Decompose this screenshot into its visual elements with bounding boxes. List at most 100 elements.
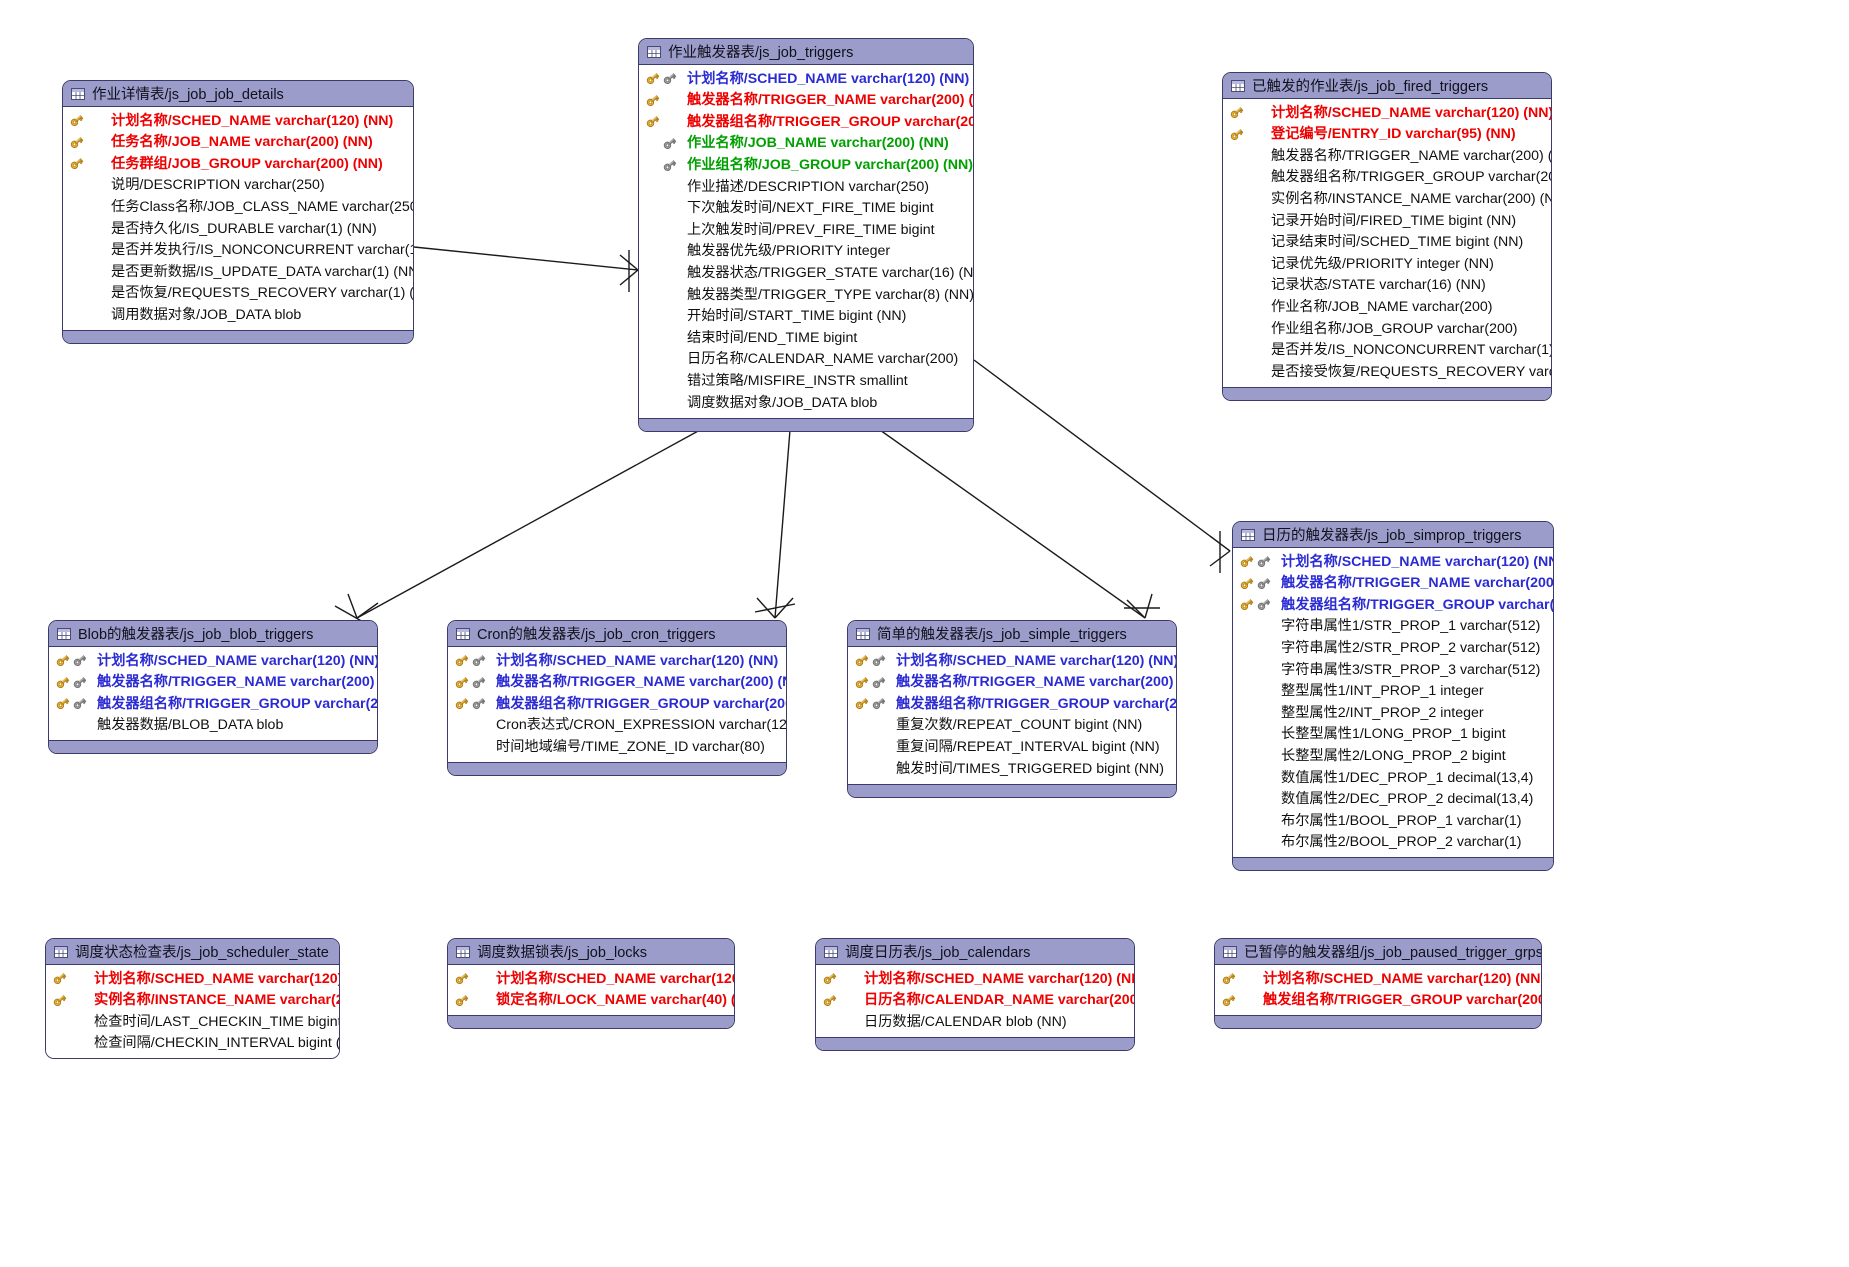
attribute-row[interactable]: 计划名称/SCHED_NAME varchar(120) (NN) <box>1215 968 1541 990</box>
attribute-row[interactable]: 锁定名称/LOCK_NAME varchar(40) (NN) <box>448 990 734 1012</box>
attribute-row[interactable]: 触发器名称/TRIGGER_NAME varchar(200) (NN) <box>49 672 377 694</box>
attribute-row[interactable]: 计划名称/SCHED_NAME varchar(120) (NN) <box>448 968 734 990</box>
attribute-row[interactable]: 触发器组名称/TRIGGER_GROUP varchar(200) (NN) <box>1233 594 1553 616</box>
entity-blob_triggers[interactable]: Blob的触发器表/js_job_blob_triggers 计划名称/SCHED… <box>48 620 378 755</box>
attribute-row[interactable]: 检查间隔/CHECKIN_INTERVAL bigint (NN) <box>46 1033 339 1055</box>
entity-calendars[interactable]: 调度日历表/js_job_calendars 计划名称/SCHED_NAME va… <box>815 938 1135 1051</box>
attribute-row[interactable]: 日历名称/CALENDAR_NAME varchar(200) (NN) <box>816 990 1134 1012</box>
entity-locks[interactable]: 调度数据锁表/js_job_locks 计划名称/SCHED_NAME varch… <box>447 938 735 1030</box>
attribute-row[interactable]: 触发器名称/TRIGGER_NAME varchar(200) (NN) <box>1233 573 1553 595</box>
attribute-row[interactable]: 是否接受恢复/REQUESTS_RECOVERY varchar(1) <box>1223 361 1551 383</box>
attribute-row[interactable]: 结束时间/END_TIME bigint <box>639 327 973 349</box>
entity-header-scheduler_state[interactable]: 调度状态检查表/js_job_scheduler_state <box>46 939 339 965</box>
attribute-row[interactable]: 计划名称/SCHED_NAME varchar(120) (NN) <box>848 650 1176 672</box>
attribute-row[interactable]: 是否并发/IS_NONCONCURRENT varchar(1) <box>1223 340 1551 362</box>
attribute-row[interactable]: 错过策略/MISFIRE_INSTR smallint <box>639 370 973 392</box>
entity-header-paused_trigger_grps[interactable]: 已暂停的触发器组/js_job_paused_trigger_grps <box>1215 939 1541 965</box>
attribute-row[interactable]: Cron表达式/CRON_EXPRESSION varchar(120) (NN… <box>448 715 786 737</box>
entity-header-locks[interactable]: 调度数据锁表/js_job_locks <box>448 939 734 965</box>
attribute-row[interactable]: 触发器状态/TRIGGER_STATE varchar(16) (NN) <box>639 262 973 284</box>
entity-header-fired_triggers[interactable]: 已触发的作业表/js_job_fired_triggers <box>1223 73 1551 99</box>
attribute-row[interactable]: 计划名称/SCHED_NAME varchar(120) (NN) <box>1223 102 1551 124</box>
attribute-row[interactable]: 上次触发时间/PREV_FIRE_TIME bigint <box>639 219 973 241</box>
attribute-row[interactable]: 触发器数据/BLOB_DATA blob <box>49 715 377 737</box>
entity-header-job_triggers[interactable]: 作业触发器表/js_job_triggers <box>639 39 973 65</box>
entity-header-calendars[interactable]: 调度日历表/js_job_calendars <box>816 939 1134 965</box>
attribute-row[interactable]: 检查时间/LAST_CHECKIN_TIME bigint (NN) <box>46 1011 339 1033</box>
attribute-row[interactable]: 任务Class名称/JOB_CLASS_NAME varchar(250) (N… <box>63 196 413 218</box>
attribute-row[interactable]: 记录优先级/PRIORITY integer (NN) <box>1223 253 1551 275</box>
attribute-row[interactable]: 实例名称/INSTANCE_NAME varchar(200) (NN) <box>1223 188 1551 210</box>
entity-header-simple_triggers[interactable]: 简单的触发器表/js_job_simple_triggers <box>848 621 1176 647</box>
attribute-row[interactable]: 实例名称/INSTANCE_NAME varchar(200) (NN) <box>46 990 339 1012</box>
attribute-row[interactable]: 时间地域编号/TIME_ZONE_ID varchar(80) <box>448 736 786 758</box>
attribute-row[interactable]: 下次触发时间/NEXT_FIRE_TIME bigint <box>639 198 973 220</box>
attribute-row[interactable]: 触发器名称/TRIGGER_NAME varchar(200) (NN) <box>448 672 786 694</box>
attribute-row[interactable]: 整型属性1/INT_PROP_1 integer <box>1233 681 1553 703</box>
attribute-row[interactable]: 触发器组名称/TRIGGER_GROUP varchar(200) (NN) <box>49 693 377 715</box>
attribute-row[interactable]: 调度数据对象/JOB_DATA blob <box>639 392 973 414</box>
attribute-row[interactable]: 触发器组名称/TRIGGER_GROUP varchar(200) (NN) <box>848 693 1176 715</box>
attribute-row[interactable]: 作业组名称/JOB_GROUP varchar(200) <box>1223 318 1551 340</box>
attribute-row[interactable]: 触发器名称/TRIGGER_NAME varchar(200) (NN) <box>848 672 1176 694</box>
attribute-row[interactable]: 触发组名称/TRIGGER_GROUP varchar(200) (NN) <box>1215 990 1541 1012</box>
attribute-row[interactable]: 重复次数/REPEAT_COUNT bigint (NN) <box>848 715 1176 737</box>
attribute-row[interactable]: 作业描述/DESCRIPTION varchar(250) <box>639 176 973 198</box>
entity-job_triggers[interactable]: 作业触发器表/js_job_triggers 计划名称/SCHED_NAME va… <box>638 38 974 432</box>
attribute-row[interactable]: 触发器名称/TRIGGER_NAME varchar(200) (NN) <box>1223 145 1551 167</box>
entity-simprop_triggers[interactable]: 日历的触发器表/js_job_simprop_triggers 计划名称/SCHE… <box>1232 521 1554 872</box>
attribute-row[interactable]: 登记编号/ENTRY_ID varchar(95) (NN) <box>1223 124 1551 146</box>
attribute-row[interactable]: 开始时间/START_TIME bigint (NN) <box>639 306 973 328</box>
entity-fired_triggers[interactable]: 已触发的作业表/js_job_fired_triggers 计划名称/SCHED_… <box>1222 72 1552 401</box>
entity-header-job_details[interactable]: 作业详情表/js_job_job_details <box>63 81 413 107</box>
attribute-row[interactable]: 数值属性1/DEC_PROP_1 decimal(13,4) <box>1233 767 1553 789</box>
attribute-row[interactable]: 重复间隔/REPEAT_INTERVAL bigint (NN) <box>848 736 1176 758</box>
attribute-row[interactable]: 触发器组名称/TRIGGER_GROUP varchar(200) (NN) <box>639 111 973 133</box>
attribute-row[interactable]: 字符串属性1/STR_PROP_1 varchar(512) <box>1233 616 1553 638</box>
attribute-row[interactable]: 调用数据对象/JOB_DATA blob <box>63 304 413 326</box>
attribute-row[interactable]: 触发器组名称/TRIGGER_GROUP varchar(200) (NN) <box>448 693 786 715</box>
attribute-row[interactable]: 整型属性2/INT_PROP_2 integer <box>1233 702 1553 724</box>
entity-job_details[interactable]: 作业详情表/js_job_job_details 计划名称/SCHED_NAME … <box>62 80 414 344</box>
attribute-row[interactable]: 是否更新数据/IS_UPDATE_DATA varchar(1) (NN) <box>63 261 413 283</box>
attribute-row[interactable]: 日历数据/CALENDAR blob (NN) <box>816 1011 1134 1033</box>
attribute-row[interactable]: 说明/DESCRIPTION varchar(250) <box>63 175 413 197</box>
attribute-row[interactable]: 计划名称/SCHED_NAME varchar(120) (NN) <box>46 968 339 990</box>
entity-paused_trigger_grps[interactable]: 已暂停的触发器组/js_job_paused_trigger_grps 计划名称/… <box>1214 938 1542 1030</box>
entity-simple_triggers[interactable]: 简单的触发器表/js_job_simple_triggers 计划名称/SCHED… <box>847 620 1177 798</box>
attribute-row[interactable]: 计划名称/SCHED_NAME varchar(120) (NN) <box>63 110 413 132</box>
attribute-row[interactable]: 长整型属性1/LONG_PROP_1 bigint <box>1233 724 1553 746</box>
attribute-row[interactable]: 计划名称/SCHED_NAME varchar(120) (NN) <box>448 650 786 672</box>
attribute-row[interactable]: 作业名称/JOB_NAME varchar(200) <box>1223 296 1551 318</box>
attribute-row[interactable]: 记录结束时间/SCHED_TIME bigint (NN) <box>1223 232 1551 254</box>
attribute-row[interactable]: 布尔属性1/BOOL_PROP_1 varchar(1) <box>1233 810 1553 832</box>
attribute-row[interactable]: 任务群组/JOB_GROUP varchar(200) (NN) <box>63 153 413 175</box>
attribute-row[interactable]: 字符串属性3/STR_PROP_3 varchar(512) <box>1233 659 1553 681</box>
entity-header-blob_triggers[interactable]: Blob的触发器表/js_job_blob_triggers <box>49 621 377 647</box>
attribute-row[interactable]: 触发时间/TIMES_TRIGGERED bigint (NN) <box>848 758 1176 780</box>
attribute-row[interactable]: 作业名称/JOB_NAME varchar(200) (NN) <box>639 133 973 155</box>
attribute-row[interactable]: 触发器优先级/PRIORITY integer <box>639 241 973 263</box>
attribute-row[interactable]: 字符串属性2/STR_PROP_2 varchar(512) <box>1233 637 1553 659</box>
attribute-row[interactable]: 任务名称/JOB_NAME varchar(200) (NN) <box>63 132 413 154</box>
attribute-row[interactable]: 计划名称/SCHED_NAME varchar(120) (NN) <box>816 968 1134 990</box>
entity-header-cron_triggers[interactable]: Cron的触发器表/js_job_cron_triggers <box>448 621 786 647</box>
attribute-row[interactable]: 是否并发执行/IS_NONCONCURRENT varchar(1) (NN) <box>63 240 413 262</box>
attribute-row[interactable]: 记录开始时间/FIRED_TIME bigint (NN) <box>1223 210 1551 232</box>
attribute-row[interactable]: 作业组名称/JOB_GROUP varchar(200) (NN) <box>639 154 973 176</box>
entity-scheduler_state[interactable]: 调度状态检查表/js_job_scheduler_state 计划名称/SCHED… <box>45 938 340 1060</box>
attribute-row[interactable]: 是否恢复/REQUESTS_RECOVERY varchar(1) (NN) <box>63 283 413 305</box>
entity-header-simprop_triggers[interactable]: 日历的触发器表/js_job_simprop_triggers <box>1233 522 1553 548</box>
attribute-row[interactable]: 计划名称/SCHED_NAME varchar(120) (NN) <box>49 650 377 672</box>
attribute-row[interactable]: 触发器类型/TRIGGER_TYPE varchar(8) (NN) <box>639 284 973 306</box>
entity-cron_triggers[interactable]: Cron的触发器表/js_job_cron_triggers 计划名称/SCHED… <box>447 620 787 776</box>
attribute-row[interactable]: 是否持久化/IS_DURABLE varchar(1) (NN) <box>63 218 413 240</box>
attribute-row[interactable]: 计划名称/SCHED_NAME varchar(120) (NN) <box>639 68 973 90</box>
attribute-row[interactable]: 日历名称/CALENDAR_NAME varchar(200) <box>639 349 973 371</box>
attribute-row[interactable]: 触发器组名称/TRIGGER_GROUP varchar(200) (NN) <box>1223 167 1551 189</box>
attribute-row[interactable]: 长整型属性2/LONG_PROP_2 bigint <box>1233 745 1553 767</box>
attribute-row[interactable]: 触发器名称/TRIGGER_NAME varchar(200) (NN) <box>639 90 973 112</box>
attribute-row[interactable]: 数值属性2/DEC_PROP_2 decimal(13,4) <box>1233 789 1553 811</box>
attribute-row[interactable]: 计划名称/SCHED_NAME varchar(120) (NN) <box>1233 551 1553 573</box>
attribute-row[interactable]: 记录状态/STATE varchar(16) (NN) <box>1223 275 1551 297</box>
